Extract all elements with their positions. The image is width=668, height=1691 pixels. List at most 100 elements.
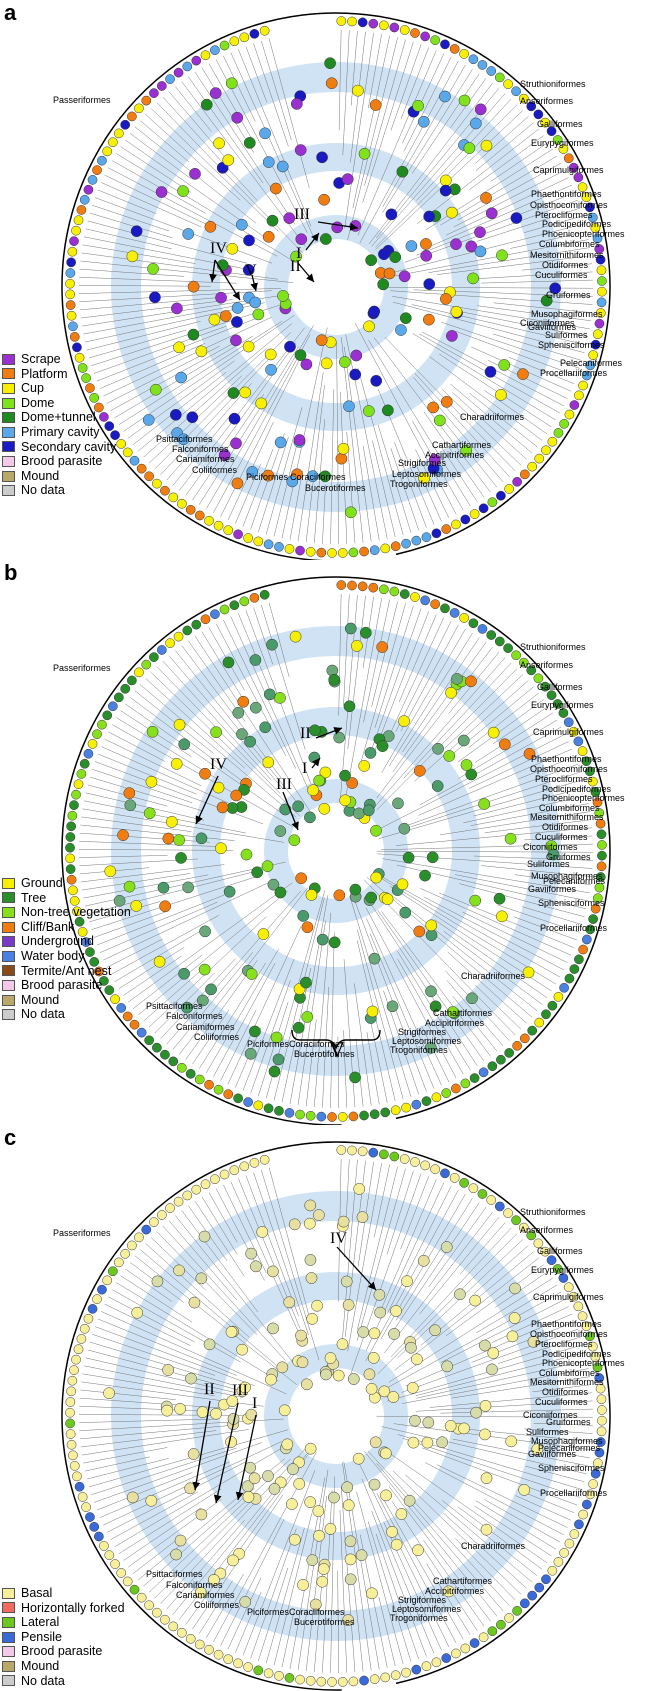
tip-state-circle [478,1067,489,1078]
ancestral-state-pie [245,968,258,980]
tip-state-circle [66,257,76,268]
tip-state-circle [359,546,369,557]
tip-state-circle [94,402,104,413]
tip-state-circle [74,916,85,927]
legend-swatch [2,426,15,438]
tip-state-circle [569,1529,580,1539]
ancestral-state-pie [312,1209,325,1221]
ancestral-state-pie [440,293,452,305]
order-label: Coliiformes [192,465,238,475]
tip-state-circle [459,49,469,59]
tip-state-circle [73,779,84,790]
ancestral-state-pie [306,1554,319,1567]
background-band [264,1344,408,1488]
ancestral-state-pie [496,249,508,262]
tip-state-circle [574,954,584,965]
ancestral-state-pie [469,117,482,130]
tip-state-circle [113,692,124,703]
ancestral-state-pie [425,985,437,998]
tip-state-circle [120,683,131,694]
ancestral-state-pie [531,1443,544,1456]
tip-state-circle [519,1598,530,1609]
tip-state-circle [563,717,574,728]
ancestral-state-pie [395,1508,408,1520]
order-label: Suliformes [526,1427,569,1437]
tip-state-circle [66,310,77,321]
ancestral-state-pie [262,230,275,243]
tip-state-circle [519,1033,530,1044]
tip-state-circle [191,619,202,630]
background-band [264,779,408,923]
background-band [192,707,480,995]
ancestral-state-pie [199,925,211,938]
tip-state-circle [581,192,592,203]
ancestral-state-pie [267,878,280,891]
tip-state-circle [77,927,88,937]
ancestral-state-pie [337,1215,350,1228]
tip-state-circle [369,1674,380,1685]
tip-state-circle [592,233,603,244]
tip-state-circle [390,541,401,552]
tip-state-circle [584,1331,595,1342]
order-label: Phaethontiformes [531,189,602,199]
tip-state-circle [66,874,77,885]
legend-label: Lateral [21,1615,60,1630]
ancestral-state-pie [155,186,168,198]
ancestral-state-pie [178,967,190,980]
phylogeny-tree-a: StruthioniformesAnseriformesGalliformesE… [53,12,625,560]
ancestral-state-pie [442,1585,455,1598]
ancestral-state-pie [301,1378,313,1391]
order-label: Piciformes [247,1039,290,1049]
ancestral-state-pie [420,238,432,250]
legend-label: Underground [21,934,94,949]
ancestral-state-pie [359,626,372,639]
tip-state-circle [534,453,545,464]
ancestral-state-pie [178,738,191,751]
tip-state-circle [401,1667,411,1678]
order-label: Psittaciformes [146,1001,203,1011]
tip-state-circle [431,1092,442,1103]
ancestral-state-pie [445,686,457,699]
order-label: Passeriformes [53,663,111,673]
tip-state-circle [149,652,159,662]
branches [79,30,593,544]
tip-state-circle [569,400,580,410]
legend-swatch [2,397,15,409]
order-label: Podicipediformes [542,784,612,794]
ancestral-state-pie [170,757,183,770]
ancestral-state-pie [239,1381,251,1394]
tip-state-circle [152,1042,162,1053]
ancestral-state-pie [341,173,354,185]
ancestral-state-pie [203,1338,216,1351]
order-label: Otidiformes [542,260,589,270]
tip-state-circle [347,16,357,27]
tip-state-circle [369,1109,380,1120]
ancestral-state-pie [365,254,377,267]
tip-state-circle [595,872,606,882]
ancestral-state-pie [399,906,412,919]
ancestral-state-pie [249,701,262,714]
tip-state-circle [378,1149,389,1160]
ancestral-state-pie [344,622,357,635]
tip-state-circle [65,1407,75,1418]
tip-state-circle [284,1108,295,1118]
tip-state-circle [581,756,592,767]
ancestral-state-pie [188,1296,201,1309]
order-label: Trogoniformes [390,479,448,489]
tip-state-circle [337,1677,348,1687]
tip-state-circle [348,1111,359,1122]
ancestral-state-pie [412,1544,424,1557]
background-band [111,62,561,512]
legend-swatch [2,368,15,380]
tip-state-circle [564,973,575,984]
pointer-arrow [214,259,241,301]
tip-state-circle [136,1592,147,1603]
ancestral-state-pie [458,1422,470,1435]
tip-state-circle [79,194,90,205]
ancestral-state-pie [417,115,430,128]
ancestral-state-pie [373,1288,386,1301]
tip-state-circle [581,1499,592,1510]
tip-state-circle [263,1668,274,1679]
order-label: Passeriformes [53,1228,111,1238]
tip-state-circle [72,1471,82,1482]
